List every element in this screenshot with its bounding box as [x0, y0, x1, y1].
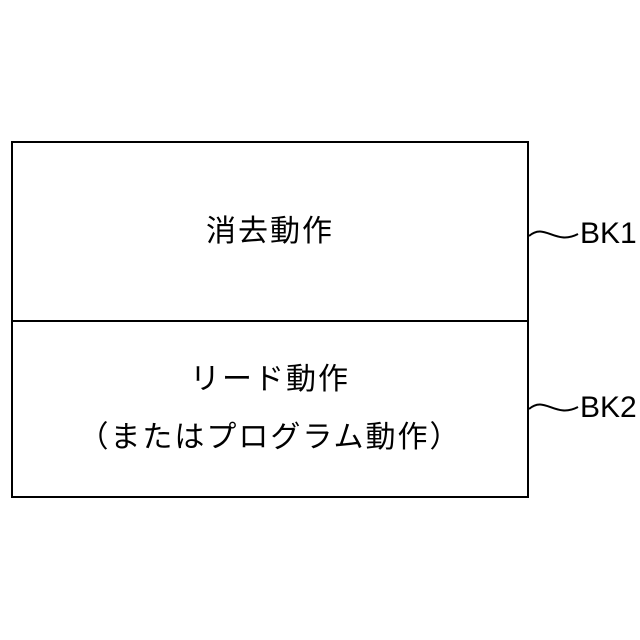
block-bk2: リード動作 （またはプログラム動作）	[11, 320, 529, 498]
block-bk1-label: 消去動作	[206, 214, 334, 250]
block-bk2-label-line2: （またはプログラム動作）	[78, 420, 461, 456]
reference-label-bk1: BK1	[580, 219, 637, 249]
block-bk1: 消去動作	[11, 141, 529, 322]
leader-line-bk2	[529, 404, 578, 410]
reference-label-bk2: BK2	[580, 393, 637, 423]
block-bk2-label-line1: リード動作	[190, 362, 350, 398]
leader-line-bk1	[529, 231, 578, 237]
